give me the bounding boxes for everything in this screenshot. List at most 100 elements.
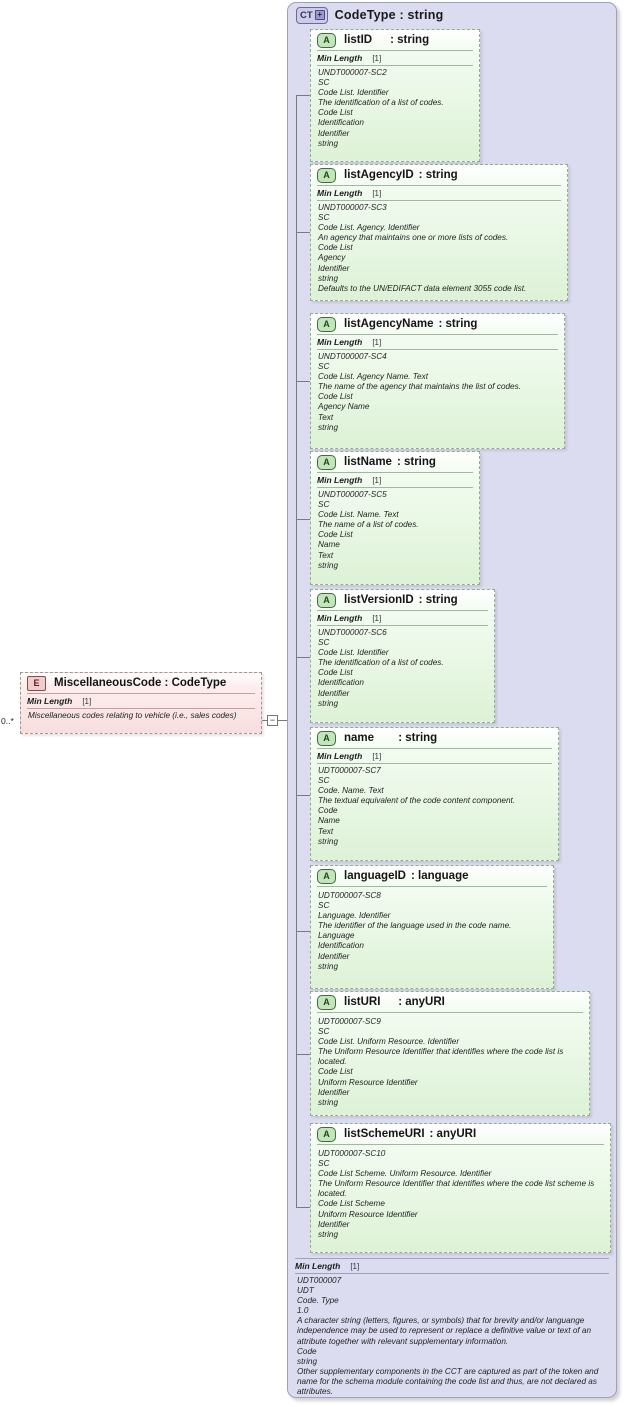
attribute-badge-icon: A (317, 167, 336, 183)
element-title: MiscellaneousCode : CodeType (54, 677, 227, 689)
doc-line: UDT000007 (297, 1276, 342, 1285)
expand-plus-icon[interactable]: + (314, 10, 325, 20)
doc-line: UNDT000007-SC2 (318, 68, 387, 77)
attribute-divider (317, 1144, 604, 1145)
element-box-miscellaneouscode[interactable]: E MiscellaneousCode : CodeType Min Lengt… (20, 672, 262, 734)
attribute-badge-icon: A (317, 730, 336, 746)
attribute-header: A name : string (311, 728, 558, 748)
tree-branch-listagencyname (296, 381, 310, 382)
attribute-header: A listName : string (311, 452, 479, 472)
attribute-box-listagencyname[interactable]: A listAgencyName : string Min Length [1]… (310, 313, 565, 449)
attribute-box-name[interactable]: A name : string Min Length [1] UDT000007… (310, 727, 559, 861)
attribute-box-listschemeuri[interactable]: A listSchemeURI : anyURI UDT000007-SC10 … (310, 1123, 611, 1253)
tree-branch-languageid (296, 931, 310, 932)
tree-branch-listname (296, 519, 310, 520)
attribute-documentation: UNDT000007-SC6 SC Code List. Identifier … (311, 626, 494, 712)
attribute-box-listid[interactable]: A listID : string Min Length [1] UNDT000… (310, 29, 480, 162)
doc-line: Code List. Identifier (318, 88, 389, 98)
tree-branch-listagencyid (296, 232, 310, 233)
facet-cardinality: [1] (372, 53, 382, 63)
doc-line: UDT (297, 1286, 314, 1296)
doc-line: string (318, 273, 339, 283)
complextype-documentation: UDT000007 UDT Code. Type 1.0 A character… (295, 1274, 609, 1400)
doc-line: SC (318, 500, 330, 510)
doc-line: Language. Identifier (318, 911, 391, 921)
doc-line: Identification (318, 118, 364, 128)
doc-line: Agency Name (318, 402, 370, 412)
doc-line: Identifier (318, 1087, 350, 1097)
complextype-badge-icon[interactable]: CT+ (296, 6, 328, 24)
complextype-header: CT+ CodeType : string (288, 3, 616, 27)
attribute-facet-row: Min Length [1] (317, 185, 561, 201)
doc-line: Code List. Agency Name. Text (318, 372, 428, 382)
attribute-badge-icon: A (317, 32, 336, 48)
attribute-facet-row: Min Length [1] (317, 334, 558, 350)
doc-line: Name (318, 540, 340, 550)
attribute-box-languageid[interactable]: A languageID : language UDT000007-SC8 SC… (310, 865, 554, 989)
tree-branch-listversionid (296, 657, 310, 658)
doc-line: The identifier of the language used in t… (318, 921, 512, 931)
doc-line: Code List (318, 1067, 353, 1077)
doc-line: An agency that maintains one or more lis… (318, 233, 509, 243)
attribute-badge-icon: A (317, 1126, 336, 1142)
doc-line: The Uniform Resource Identifier that ide… (318, 1179, 595, 1199)
attribute-box-listagencyid[interactable]: A listAgencyID : string Min Length [1] U… (310, 164, 568, 301)
attribute-name: listVersionID (344, 594, 414, 606)
doc-line: A character string (letters, figures, or… (297, 1316, 592, 1346)
doc-line: Identifier (318, 263, 350, 273)
doc-line: Defaults to the UN/EDIFACT data element … (318, 283, 527, 293)
attribute-header: A listAgencyID : string (311, 165, 567, 185)
element-facet-name: Min Length (27, 696, 73, 706)
facet-cardinality: [1] (372, 188, 382, 198)
attribute-badge-icon: A (317, 592, 336, 608)
doc-line: The identification of a list of codes. (318, 658, 444, 668)
attribute-type: : string (396, 456, 436, 468)
attribute-name: listID (344, 34, 373, 46)
doc-line: SC (318, 362, 330, 372)
complextype-container-codetype[interactable]: CT+ CodeType : string A listID : string … (287, 2, 617, 1398)
attribute-name: listURI (344, 996, 394, 1008)
tree-branch-listschemeuri (296, 1207, 310, 1208)
doc-line: SC (318, 638, 330, 648)
element-badge-icon: E (27, 675, 46, 691)
attribute-header: A languageID : language (311, 866, 553, 886)
attribute-facet-row: Min Length [1] (317, 50, 473, 66)
doc-line: SC (318, 776, 330, 786)
element-cardinality: 0..* (1, 716, 14, 726)
doc-line: Language (318, 931, 355, 941)
doc-line: Code. Name. Text (318, 786, 384, 796)
attribute-box-listuri[interactable]: A listURI : anyURI UDT000007-SC9 SC Code… (310, 991, 590, 1116)
doc-line: Identification (318, 678, 364, 688)
doc-line: SC (318, 901, 330, 911)
attribute-documentation: UNDT000007-SC4 SC Code List. Agency Name… (311, 350, 564, 436)
attribute-documentation: UNDT000007-SC2 SC Code List. Identifier … (311, 66, 479, 152)
attribute-documentation: UDT000007-SC7 SC Code. Name. Text The te… (311, 764, 558, 850)
complextype-title: CodeType : string (334, 8, 444, 22)
doc-line: UNDT000007-SC6 (318, 628, 387, 637)
doc-line: Code List. Agency. Identifier (318, 223, 420, 233)
element-facet-row: Min Length [1] (27, 693, 255, 709)
attribute-box-listversionid[interactable]: A listVersionID : string Min Length [1] … (310, 589, 495, 723)
attribute-type: : language (410, 870, 469, 882)
attribute-divider (317, 1012, 583, 1013)
doc-line: Text (318, 550, 334, 560)
facet-cardinality: [1] (372, 751, 382, 761)
facet-name: Min Length (317, 188, 363, 198)
doc-line: Identification (318, 941, 364, 951)
doc-line: Code List. Name. Text (318, 510, 399, 520)
doc-line: Text (318, 826, 334, 836)
attribute-facet-row: Min Length [1] (317, 610, 488, 626)
element-header: E MiscellaneousCode : CodeType (21, 673, 261, 693)
doc-line: string (318, 961, 339, 971)
attribute-documentation: UNDT000007-SC3 SC Code List. Agency. Ide… (311, 201, 567, 297)
doc-line: string (318, 560, 339, 570)
doc-line: string (318, 1097, 339, 1107)
doc-line: UDT000007-SC9 (318, 1017, 381, 1026)
doc-line: The Uniform Resource Identifier that ide… (318, 1047, 564, 1067)
tree-spine (296, 95, 297, 1207)
collapse-toggle-button[interactable]: − (267, 715, 278, 726)
facet-name: Min Length (317, 337, 363, 347)
attribute-box-listname[interactable]: A listName : string Min Length [1] UNDT0… (310, 451, 480, 585)
attribute-type: : string (398, 732, 438, 744)
doc-line: Code List Scheme (318, 1199, 385, 1209)
